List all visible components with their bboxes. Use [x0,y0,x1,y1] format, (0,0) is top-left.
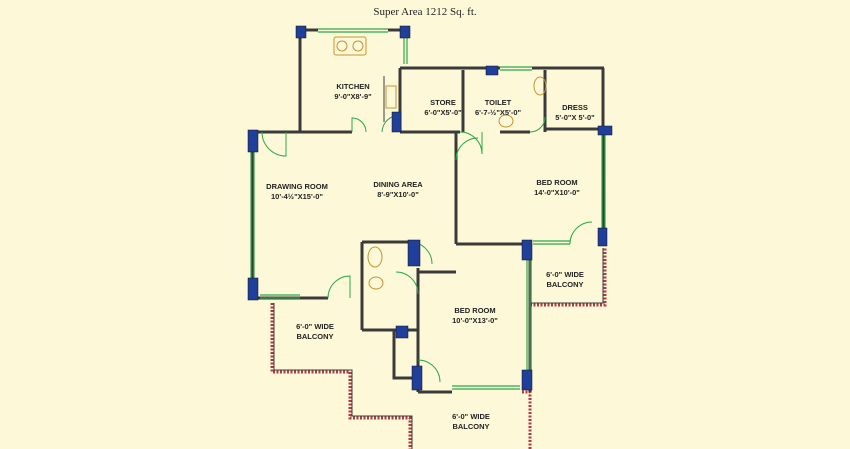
dress-name: DRESS [562,103,588,112]
railing-left-balcony [270,303,412,449]
balcony-bottom-label: 6'-0" WIDE BALCONY [446,412,496,432]
toilet-fixtures [367,76,547,290]
kitchen-fixtures [333,36,397,122]
drawing-room-label: DRAWING ROOM 10'-4½"X15'-0" [262,182,332,202]
bed-room-1-size: 14'-0"X10'-0" [534,188,580,197]
balcony-bottom-sub: BALCONY [452,422,490,431]
bed-room-2-label: BED ROOM 10'-0"X13'-0" [445,306,505,326]
dress-label: DRESS 5'-0"X 5'-0" [550,103,600,123]
toilet-label: TOILET 6'-7-½"X5'-0" [470,98,526,118]
columns [247,25,613,391]
bed-room-2-size: 10'-0"X13'-0" [452,316,498,325]
kitchen-label: KITCHEN 9'-0"X8'-9" [330,82,376,102]
kitchen-size: 9'-0"X8'-9" [334,92,372,101]
dress-size: 5'-0"X 5'-0" [555,113,595,122]
kitchen-name: KITCHEN [336,82,370,91]
bed-room-1-name: BED ROOM [536,178,578,187]
railing-right-balcony [530,248,607,307]
balcony-right-sub: BALCONY [546,280,584,289]
dining-area-label: DINING AREA 8'-9"X10'-0" [368,180,428,200]
dining-area-size: 8'-9"X10'-0" [377,190,419,199]
drawing-room-size: 10'-4½"X15'-0" [271,192,323,201]
bed-room-2-name: BED ROOM [454,306,496,315]
toilet-name: TOILET [484,98,512,107]
toilet-size: 6'-7-½"X5'-0" [474,108,522,117]
drawing-room-name: DRAWING ROOM [266,182,328,191]
balcony-right-label: 6'-0" WIDE BALCONY [540,270,590,290]
bed-room-1-label: BED ROOM 14'-0"X10'-0" [527,178,587,198]
plan-title: Super Area 1212 Sq. ft. [373,6,477,18]
balcony-left-sub: BALCONY [296,332,334,341]
windows [250,28,606,390]
railing-bottom-balcony [522,390,532,449]
dining-area-name: DINING AREA [373,180,423,189]
balcony-left-name: 6'-0" WIDE [296,322,334,331]
store-size: 6'-0"X5'-0" [424,108,462,117]
store-name: STORE [430,98,456,107]
walls [250,28,612,394]
store-label: STORE 6'-0"X5'-0" [420,98,466,118]
balcony-left-label: 6'-0" WIDE BALCONY [290,322,340,342]
balcony-right-name: 6'-0" WIDE [546,270,584,279]
balcony-bottom-name: 6'-0" WIDE [452,412,490,421]
